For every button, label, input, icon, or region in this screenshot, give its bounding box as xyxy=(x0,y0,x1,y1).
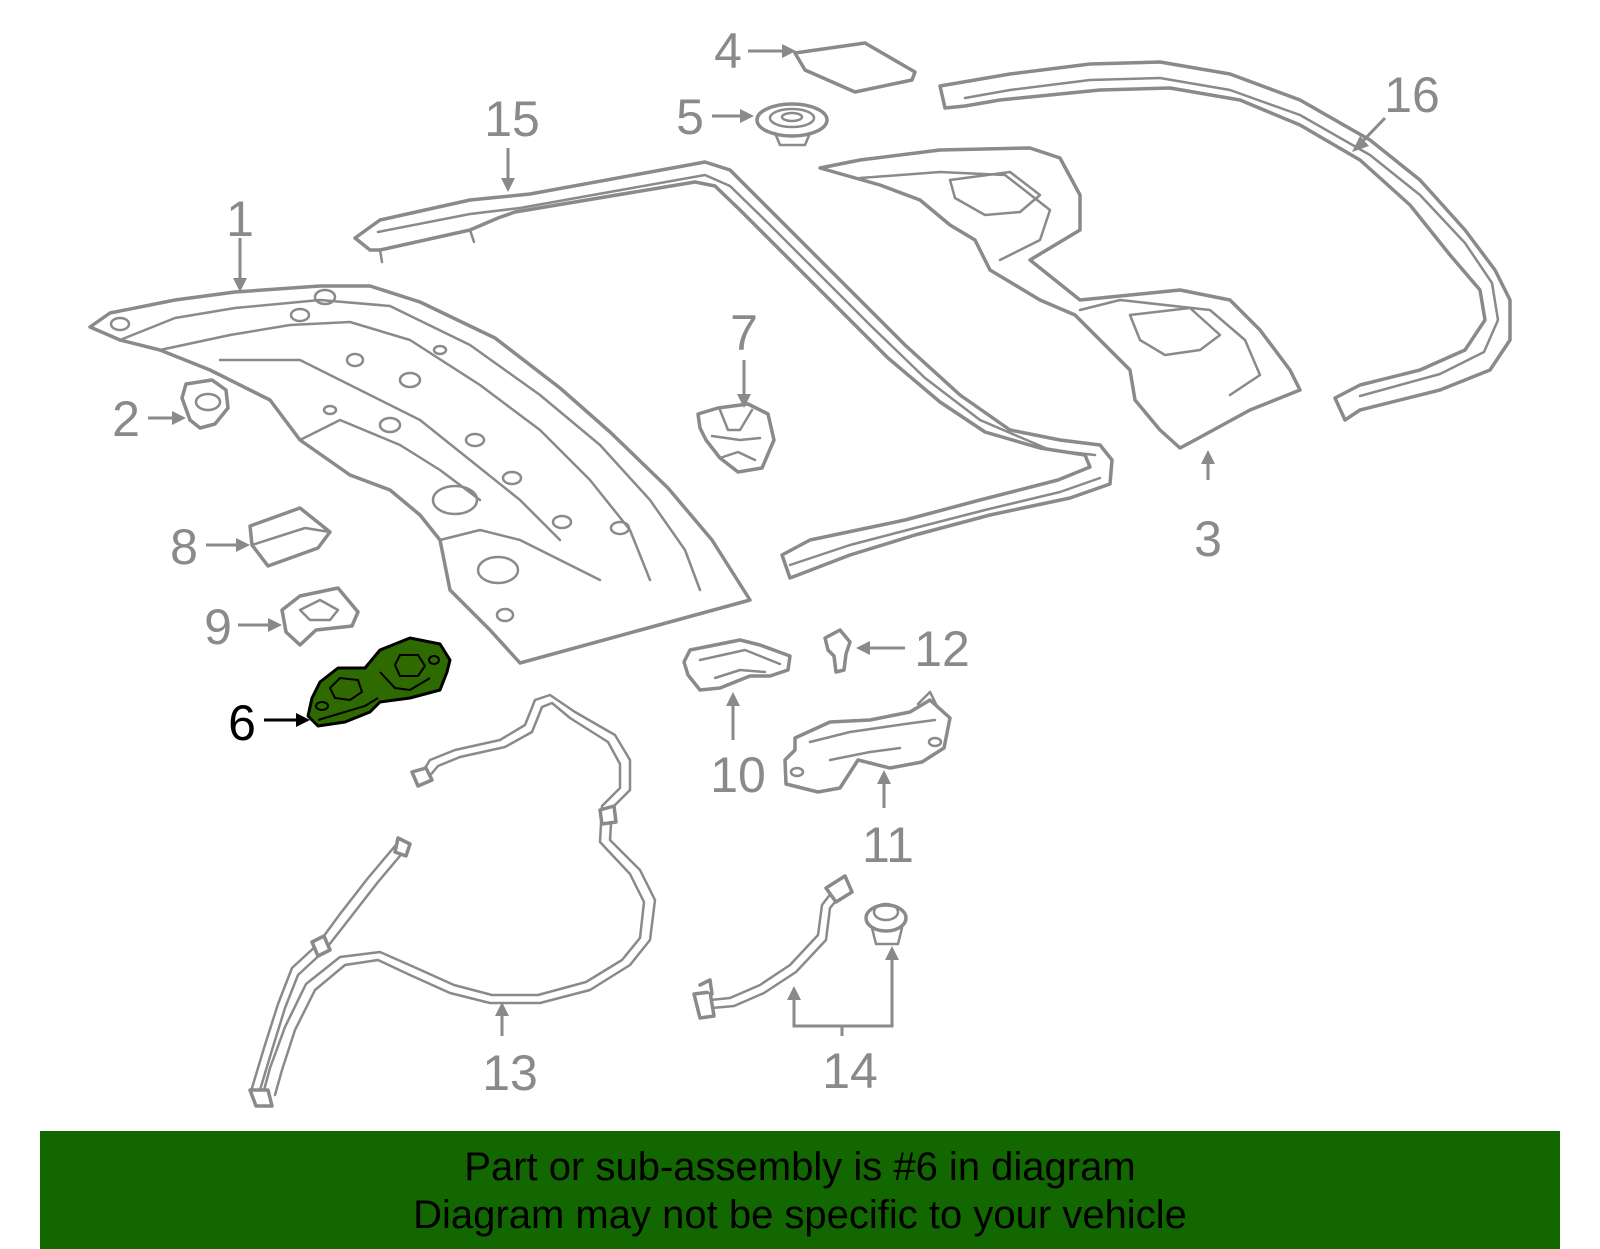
callout-4: 4 xyxy=(714,23,742,79)
part-14-sensor-and-grommet[interactable] xyxy=(692,874,908,1020)
callout-7: 7 xyxy=(730,305,758,361)
callout-14: 14 xyxy=(822,1043,878,1099)
callout-12: 12 xyxy=(914,621,970,677)
callout-16: 16 xyxy=(1384,67,1440,123)
banner-part-note: Part or sub-assembly is #6 in diagram xyxy=(464,1145,1136,1189)
callout-13: 13 xyxy=(482,1045,538,1101)
part-15-seal[interactable] xyxy=(353,160,1114,580)
leader-lines xyxy=(148,44,1387,1036)
part-13-release-cable[interactable] xyxy=(248,693,657,1108)
part-7-hinge-bracket[interactable] xyxy=(696,402,776,474)
part-11-latch-assembly[interactable] xyxy=(783,690,952,794)
callout-15: 15 xyxy=(484,91,540,147)
callout-6: 6 xyxy=(228,695,256,751)
part-16-molding[interactable] xyxy=(938,60,1512,422)
callout-8: 8 xyxy=(170,519,198,575)
part-9-insulator[interactable] xyxy=(280,586,360,647)
part-5-speaker[interactable] xyxy=(755,102,829,147)
callout-11: 11 xyxy=(862,817,914,873)
part-12-clip[interactable] xyxy=(823,628,852,674)
part-10-striker[interactable] xyxy=(682,638,792,692)
callout-9: 9 xyxy=(204,599,232,655)
callout-2: 2 xyxy=(112,391,140,447)
part-3-trim-panel[interactable] xyxy=(818,146,1302,450)
callout-1: 1 xyxy=(226,191,254,247)
part-8-pad[interactable] xyxy=(248,506,332,568)
part-4-cover[interactable] xyxy=(793,41,917,94)
callout-5: 5 xyxy=(676,89,704,145)
callout-3: 3 xyxy=(1194,511,1222,567)
part-6-latch-bracket-highlighted[interactable] xyxy=(306,636,452,728)
info-banner: Part or sub-assembly is #6 in diagram Di… xyxy=(40,1131,1560,1249)
part-2-bumper-stop[interactable] xyxy=(180,378,230,430)
callout-labels: 1 2 3 4 5 6 7 8 9 10 11 12 13 14 15 16 xyxy=(112,23,1440,1101)
callout-10: 10 xyxy=(710,747,766,803)
banner-disclaimer: Diagram may not be specific to your vehi… xyxy=(413,1193,1187,1237)
part-1-trunk-lid-panel[interactable] xyxy=(88,284,752,665)
